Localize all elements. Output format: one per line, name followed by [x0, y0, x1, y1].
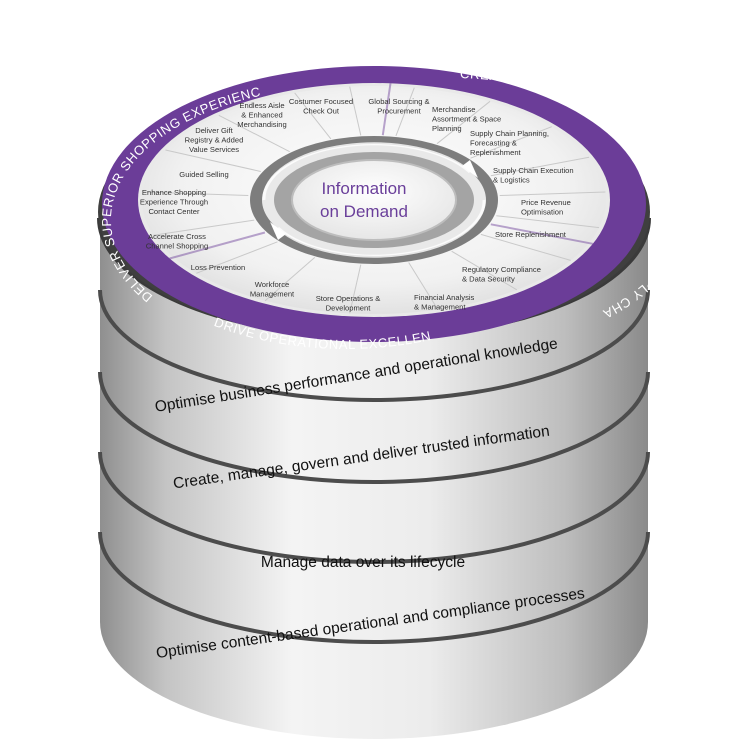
segment-label-line: Channel Shopping	[146, 242, 209, 251]
segment-label-line: Supply Chain Execution	[493, 166, 574, 175]
segment-label-line: Supply Chain Planning,	[470, 129, 549, 138]
segment-label-line: Assortment & Space	[432, 115, 501, 124]
segment-label-line: Endless Aisle	[239, 101, 284, 110]
segment-label-line: Workforce	[255, 280, 289, 289]
center-title-line1: Information	[321, 179, 406, 198]
segment-label: Guided Selling	[179, 170, 228, 179]
segment-label: Global Sourcing &Procurement	[368, 97, 429, 116]
segment-label-line: Registry & Added	[185, 136, 244, 145]
segment-label-line: Optimisation	[521, 208, 563, 217]
segment-label-line: Merchandise	[432, 105, 475, 114]
segment-label-line: Costumer Focused	[289, 97, 353, 106]
segment-label-line: Experience Through	[140, 198, 208, 207]
center-title-line2: on Demand	[320, 202, 408, 221]
segment-label-line: Accelerate Cross	[148, 232, 206, 241]
segment-label-line: Store Replenishment	[495, 230, 567, 239]
segment-label-line: Contact Center	[148, 207, 200, 216]
segment-label-line: Store Operations &	[316, 294, 381, 303]
layer-label-3: Manage data over its lifecycle	[261, 554, 465, 571]
segment-label-line: Global Sourcing &	[368, 97, 429, 106]
segment-label-line: & Management	[414, 303, 466, 312]
segment-label-line: Value Services	[189, 145, 239, 154]
segment-label-line: Regulatory Compliance	[462, 265, 541, 274]
segment-label-line: Forecasting &	[470, 139, 517, 148]
segment-label: Financial Analysis& Management	[414, 293, 475, 312]
center-disc	[292, 160, 456, 240]
segment-label-line: Guided Selling	[179, 170, 228, 179]
segment-label: Loss Prevention	[191, 263, 245, 272]
segment-label-line: Financial Analysis	[414, 293, 475, 302]
segment-label-line: Procurement	[377, 107, 421, 116]
segment-label-line: Loss Prevention	[191, 263, 245, 272]
segment-label-line: Planning	[432, 124, 462, 133]
segment-label-line: & Enhanced	[241, 111, 282, 120]
segment-label-line: Development	[326, 304, 372, 313]
segment-label-line: & Logistics	[493, 176, 530, 185]
segment-label-line: Deliver Gift	[195, 126, 233, 135]
segment-label-line: & Data Security	[462, 275, 515, 284]
segment-label-line: Enhance Shopping	[142, 188, 206, 197]
segment-label-line: Merchandising	[237, 120, 286, 129]
segment-label-line: Check Out	[303, 107, 340, 116]
segment-label-line: Management	[250, 290, 295, 299]
segment-label: Store Replenishment	[495, 230, 567, 239]
segment-label-line: Price Revenue	[521, 198, 571, 207]
segment-label-line: Replenishment	[470, 148, 522, 157]
